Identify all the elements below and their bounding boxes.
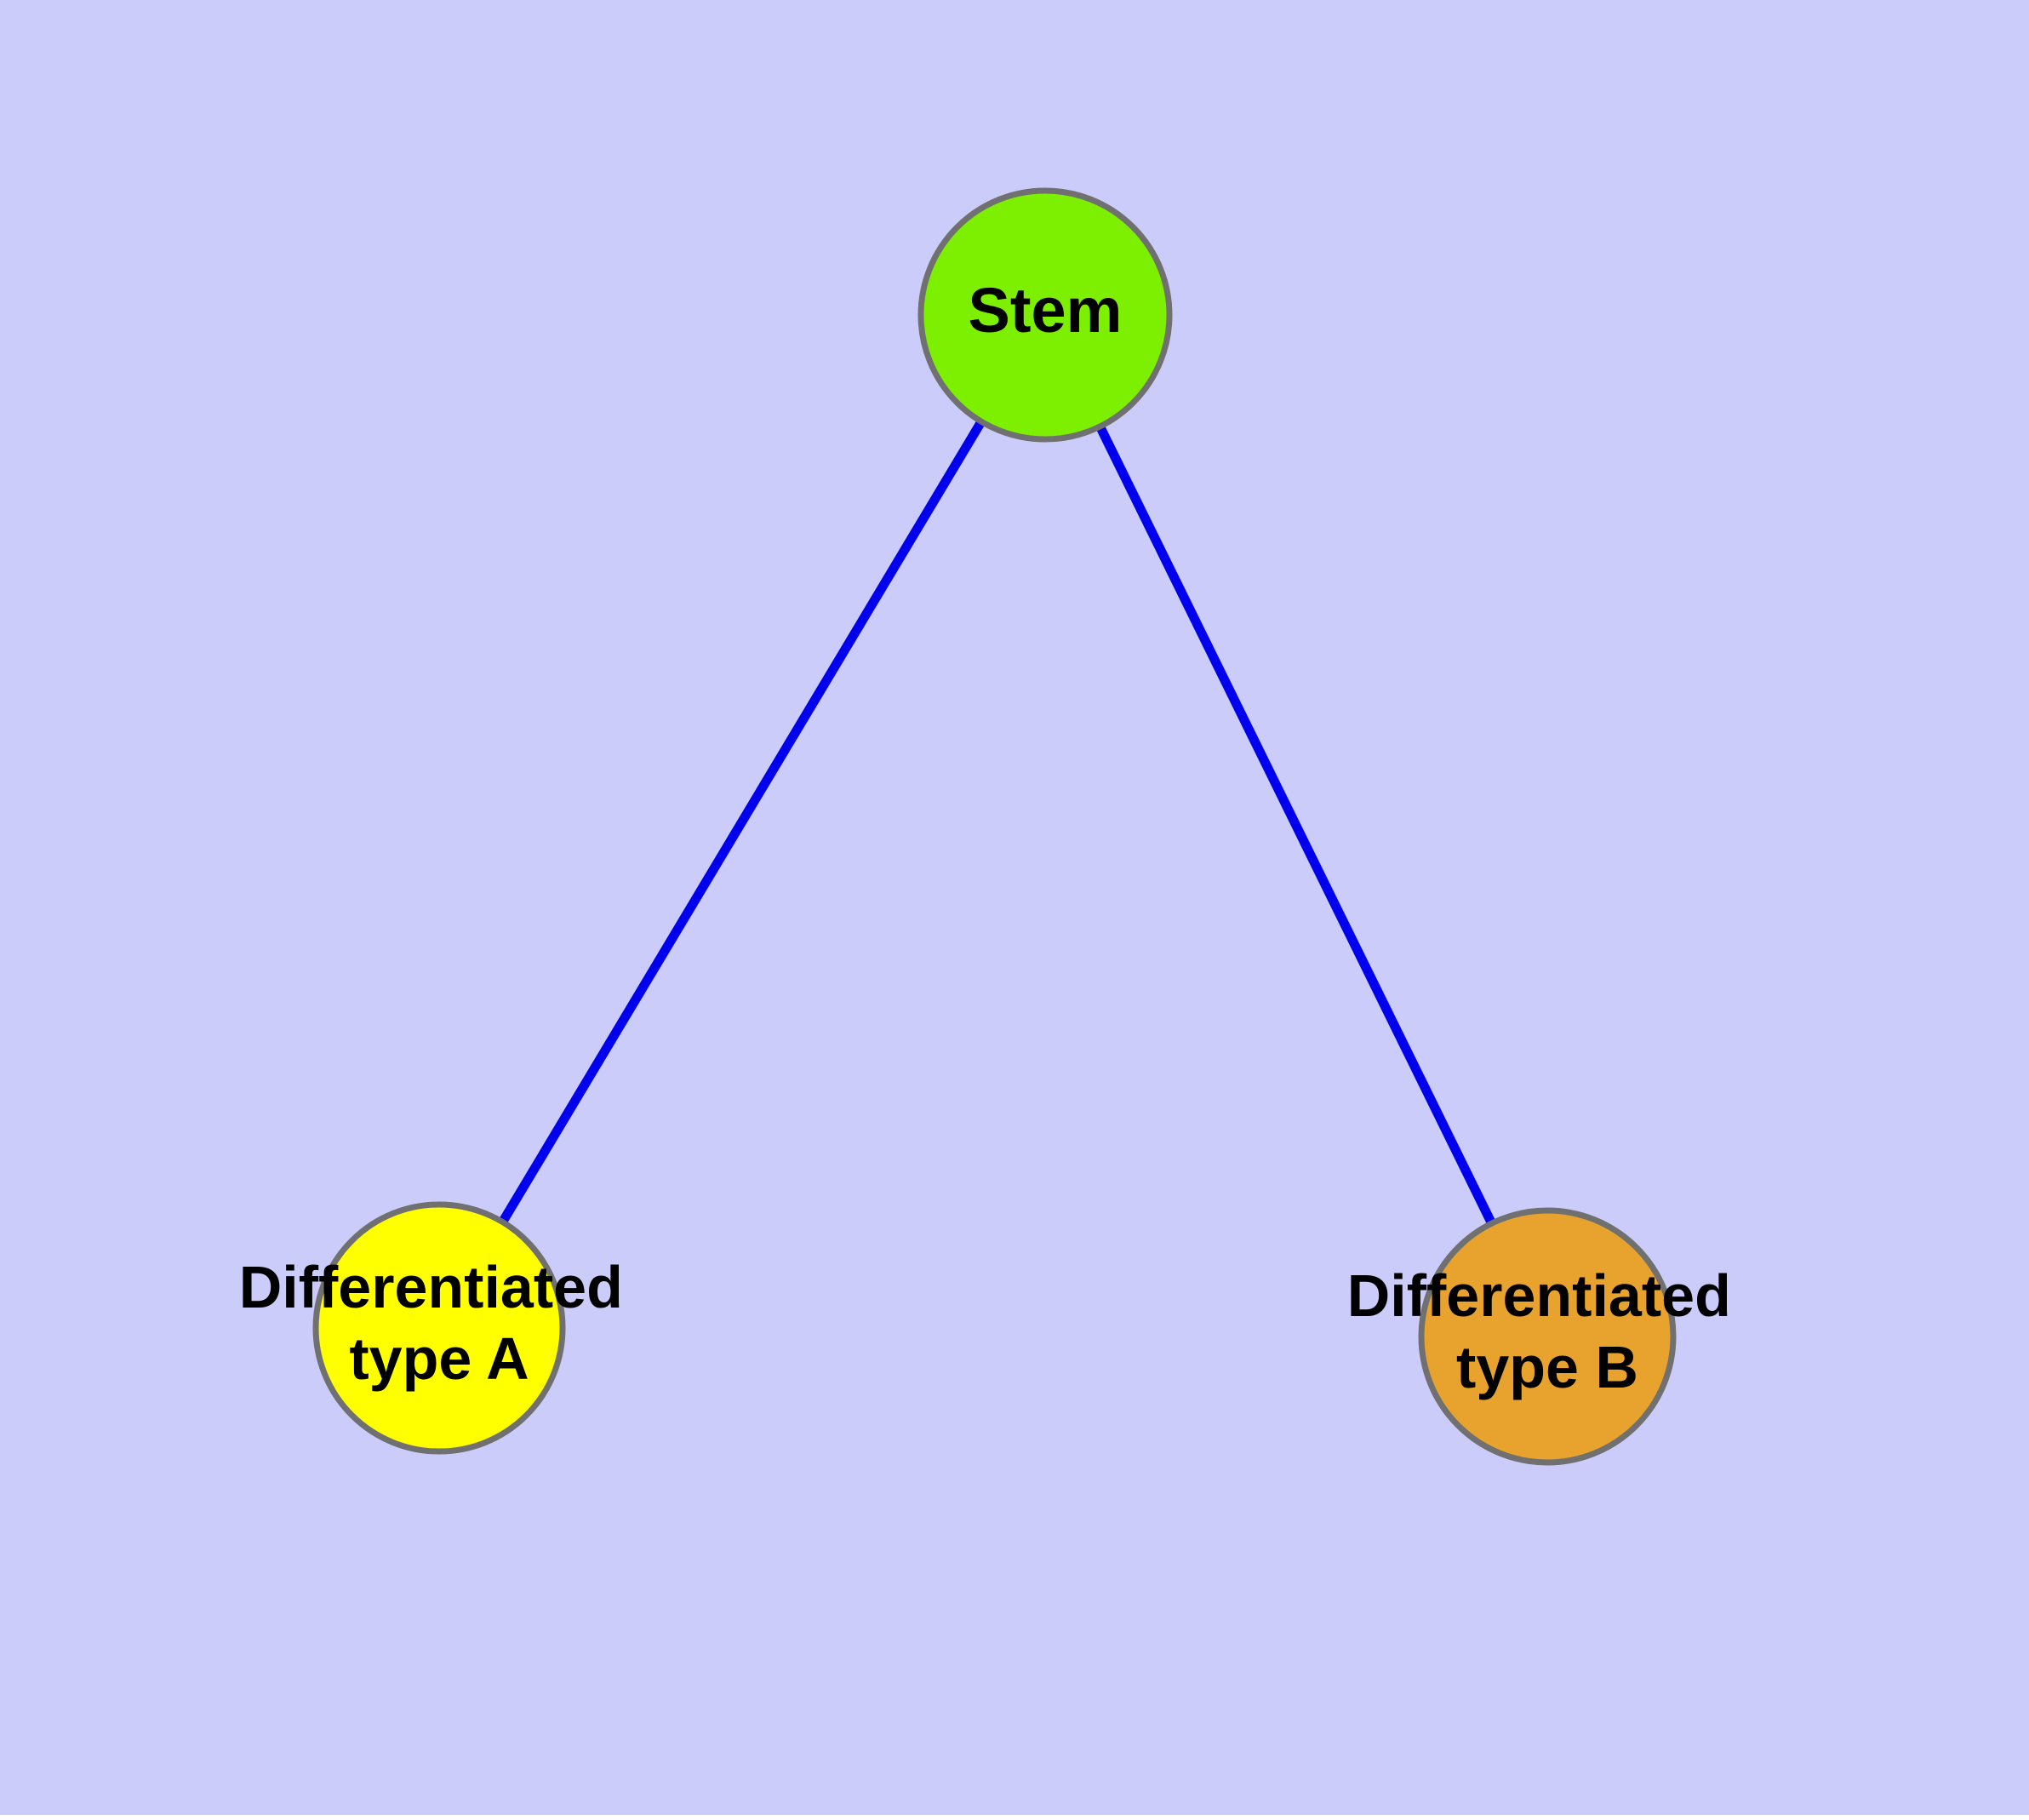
differentiated-type-a-node-label: Differentiated type A — [239, 1254, 640, 1392]
edge-stem-to-differentiated-type-b[interactable] — [1096, 426, 1495, 1224]
edge-stem-to-differentiated-type-a[interactable] — [499, 421, 985, 1223]
differentiated-type-a-label-line-2: type A — [349, 1325, 529, 1392]
stem-node-label: Stem — [969, 275, 1123, 346]
node-differentiated-type-b[interactable]: Differentiated type B — [1347, 1207, 1748, 1466]
node-layer: Stem Differentiated type A Differentiate… — [239, 187, 1748, 1466]
stem-node-label-line-1: Stem — [969, 275, 1123, 346]
differentiated-type-b-label-line-2: type B — [1456, 1334, 1638, 1400]
node-stem[interactable]: Stem — [917, 187, 1173, 443]
node-differentiated-type-a[interactable]: Differentiated type A — [239, 1201, 640, 1455]
edge-layer — [499, 421, 1495, 1224]
stem-node-circle[interactable] — [917, 187, 1173, 443]
differentiated-type-b-node-label: Differentiated type B — [1347, 1262, 1748, 1400]
differentiated-type-b-node-circle[interactable] — [1418, 1207, 1677, 1466]
differentiated-type-b-label-line-1: Differentiated — [1347, 1262, 1731, 1329]
bottom-margin-strip — [0, 1815, 2029, 1820]
differentiated-type-a-node-circle[interactable] — [312, 1201, 566, 1455]
differentiated-type-a-label-line-1: Differentiated — [239, 1254, 623, 1320]
